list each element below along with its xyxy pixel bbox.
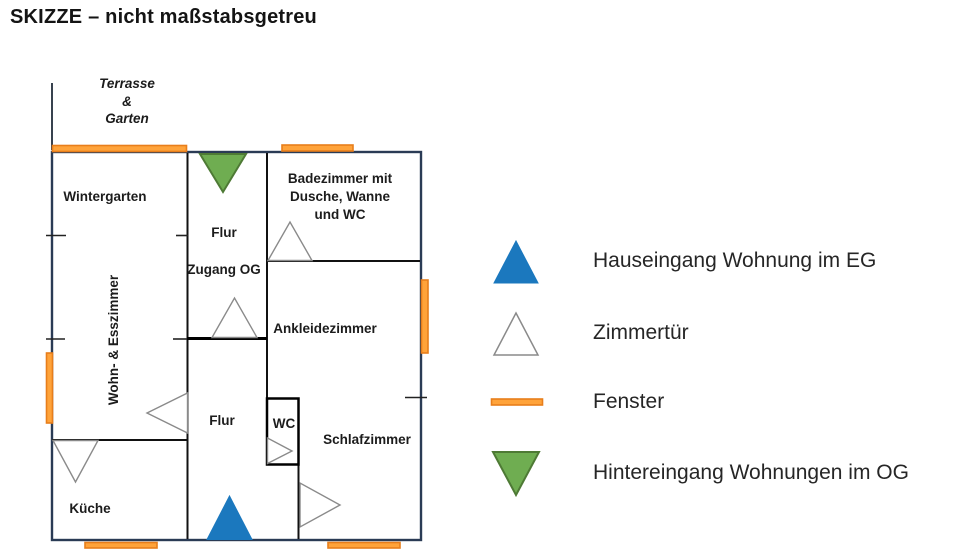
room-door-triangle	[492, 311, 540, 356]
room-label-flur-upper: Flur	[211, 225, 237, 240]
legend: Hauseingang Wohnung im EG Zimmertür Fens…	[490, 0, 960, 559]
window-bar	[490, 398, 544, 406]
door-triangle-wohnzimmer-icon	[145, 391, 189, 435]
page-title: SKIZZE – nicht maßstabsgetreu	[10, 6, 317, 28]
window-bar-schlafzimmer-bottom	[327, 541, 401, 549]
room-label-kueche: Küche	[69, 501, 111, 516]
window-bar-kueche-bottom	[84, 541, 158, 549]
room-door-icon	[492, 311, 540, 356]
terrasse-label-line3: Garten	[105, 111, 149, 126]
terrasse-label-line1: Terrasse	[99, 76, 155, 91]
room-label-ankleidezimmer: Ankleidezimmer	[273, 321, 377, 336]
room-label-badezimmer-line1: Badezimmer mit	[288, 171, 393, 186]
legend-label-zimmertuer: Zimmertür	[593, 321, 689, 344]
legend-item-fenster: Fenster	[490, 378, 664, 426]
legend-item-zimmertuer: Zimmertür	[490, 308, 689, 358]
legend-label-hauseingang: Hauseingang Wohnung im EG	[593, 249, 877, 272]
room-label-schlafzimmer: Schlafzimmer	[323, 432, 412, 447]
room-label-wc: WC	[273, 416, 296, 431]
rear-entrance-og-triangle	[491, 451, 541, 498]
room-label-flur-lower: Flur	[209, 413, 235, 428]
eg-entrance-triangle-icon	[206, 494, 253, 540]
og-rear-entrance-triangle-icon	[198, 153, 248, 194]
door-triangle-kueche-icon	[51, 439, 100, 484]
house-entrance-eg-icon	[493, 239, 539, 284]
window-bar-wohnzimmer-left	[45, 352, 54, 424]
door-triangle-badezimmer-icon	[266, 220, 314, 262]
window-bar-wintergarten-top	[51, 144, 188, 153]
room-label-badezimmer-line3: und WC	[315, 207, 366, 222]
house-entrance-eg-triangle	[493, 239, 539, 284]
door-triangle-zugang-og-icon	[210, 296, 259, 339]
room-label-wohn-esszimmer: Wohn- & Esszimmer	[106, 274, 121, 405]
window-bar-ankleide-right	[420, 279, 429, 354]
door-triangle-schlafzimmer-icon	[299, 481, 342, 529]
window-icon	[490, 398, 544, 406]
legend-item-hintereingang: Hintereingang Wohnungen im OG	[490, 448, 909, 498]
rear-entrance-og-icon	[491, 451, 541, 498]
room-label-zugang-og: Zugang OG	[187, 262, 261, 277]
room-label-badezimmer-line2: Dusche, Wanne	[290, 189, 391, 204]
legend-label-fenster: Fenster	[593, 390, 665, 413]
legend-item-hauseingang: Hauseingang Wohnung im EG	[490, 236, 876, 286]
room-label-wintergarten: Wintergarten	[63, 189, 146, 204]
window-bar-badezimmer-top	[281, 144, 354, 152]
door-triangle-wc-icon	[266, 436, 294, 465]
legend-label-hintereingang: Hintereingang Wohnungen im OG	[593, 461, 909, 484]
terrasse-label-line2: &	[122, 94, 132, 109]
